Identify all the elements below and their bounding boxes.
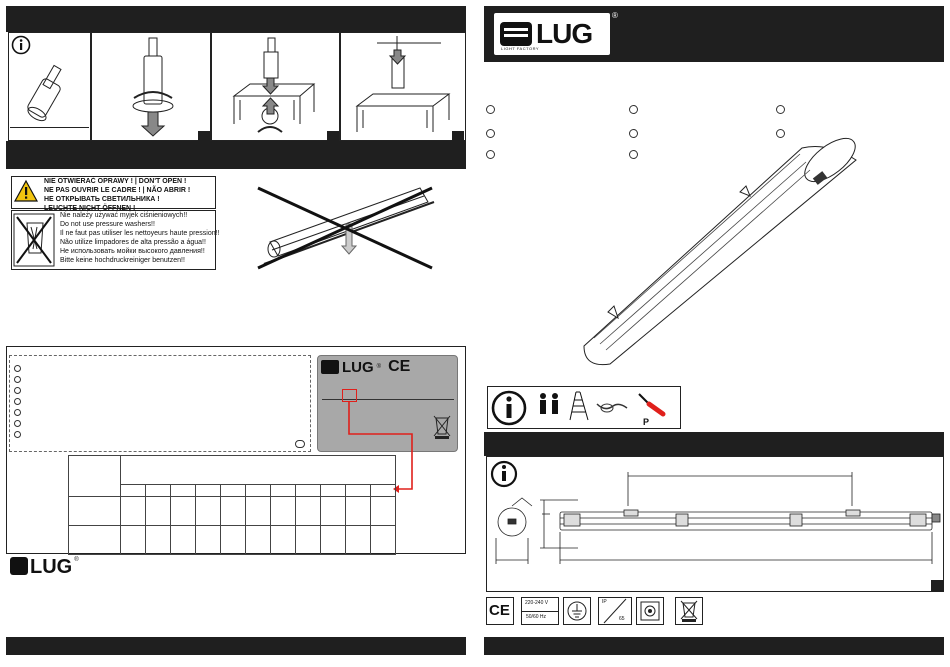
header-logo-registered: ® [612,11,618,20]
do-not-open-line-2: NE PAS OUVRIR LE CADRE ! | NÃO ABRIR ! [44,187,191,194]
tools-info-icon [490,389,528,432]
step-2-marker [327,131,339,141]
ip-box [598,597,632,625]
ladder-icon [569,391,589,421]
pressure-line-2: Do not use pressure washers!! [60,221,155,228]
ip-value: 65 [619,616,625,622]
double-insulation-icon [640,601,660,621]
lang-bullet-3 [776,105,785,114]
two-persons-icon [540,393,558,414]
warning-triangle-icon [13,179,39,202]
red-connector-arrow [348,402,413,493]
no-pressure-washer-icon [13,213,55,267]
pressure-line-6: Bitte keine hochdruckreiniger benutzen!! [60,257,185,264]
left-section-bar [6,141,466,169]
footer-logo-left-brand: LUG [30,556,73,578]
step-1-frame [91,32,211,141]
earth-ground-icon [567,601,587,621]
socket-tool-drawing [27,64,62,122]
lang-bullet-5 [629,129,638,138]
rating-label-brand: LUG [342,358,374,376]
bullet-5 [14,409,21,416]
pressure-line-3: Il ne faut pas utiliser les nettoyeurs h… [60,230,220,237]
step-1-drawing [132,37,174,137]
ip-label: IP [602,599,607,605]
left-header-bar [6,6,466,32]
dashed-box [9,355,311,452]
step-3-drawing [355,36,451,132]
highlight-box [342,389,357,402]
bullet-end [295,440,305,448]
info-icon [11,35,31,60]
tools-panel [487,386,681,429]
dimension-info-icon [490,460,518,493]
lang-bullet-7 [486,150,495,159]
lang-bullet-2 [629,105,638,114]
bullet-3 [14,387,21,394]
rating-label-line [322,399,454,400]
rating-label-registered: ® [376,364,382,370]
frequency-text: 50/60 Hz [526,614,547,620]
lang-bullet-1 [486,105,495,114]
ce-mark-text: CE [489,602,510,619]
screwdriver-label: P [643,417,650,427]
do-not-open-line-1: NIE OTWIERAĆ OPRAWY ! | DON'T OPEN ! [44,178,187,185]
step-1-marker [198,131,210,141]
info-panel-divider [10,127,89,128]
right-footer-bar [484,637,944,655]
bullet-2 [14,376,21,383]
lang-bullet-8 [629,150,638,159]
lang-bullet-6 [776,129,785,138]
ce-mark-box [486,597,514,625]
pressure-line-4: Não utilize limpadores de alta pressão a… [60,239,206,246]
bullet-6 [14,420,21,427]
dimension-frame [486,456,944,592]
step-2-drawing [232,37,316,133]
lang-bullet-4 [486,129,495,138]
pressure-line-1: Nie należy używać myjek ciśnieniowych!! [60,212,188,219]
right-section-bar [484,432,944,456]
bullet-1 [14,365,21,372]
dimension-drawing [495,472,941,564]
cable-icon [596,403,628,413]
ip-slash [603,598,627,624]
ground-class-box [563,597,591,625]
do-not-open-line-4: LEUCHTE NICHT ÖFFNEN ! [44,205,136,212]
screwdriver-icon [638,393,666,417]
luminaire-drawing [583,137,857,366]
weee-icon [680,600,698,622]
header-logo-tagline: LIGHT FACTORY [501,46,540,51]
rating-table [68,455,396,555]
left-footer-bar [6,637,466,655]
info-panel [8,32,91,141]
weee-bin-icon [433,415,451,439]
warning-box-open [11,176,216,209]
weee-box [675,597,703,625]
pressure-line-5: Не использовать мойки высокого давления!… [60,248,205,255]
voltage-divider [521,611,559,612]
rating-label-ce: CE [388,358,411,375]
dimension-corner-marker [931,580,944,592]
step-2-frame [211,32,340,141]
bullet-7 [14,431,21,438]
header-logo: LUG [494,13,610,55]
footer-logo-left: LUG ® [10,557,79,577]
warning-box-pressure [11,210,216,270]
class-ii-box [636,597,664,625]
voltage-text: 220-240 V [525,600,549,606]
do-not-open-line-3: НЕ ОТКРЫВАТЬ СВЕТИЛЬНИКА ! [44,196,160,203]
bullet-4 [14,398,21,405]
step-3-frame [340,32,466,141]
footer-logo-left-registered: ® [74,557,79,563]
rating-label-logo: LUG ® CE [321,358,410,376]
crossed-luminaire-drawing [257,186,435,270]
header-logo-brand: LUG [536,18,593,49]
step-3-marker [452,131,464,141]
